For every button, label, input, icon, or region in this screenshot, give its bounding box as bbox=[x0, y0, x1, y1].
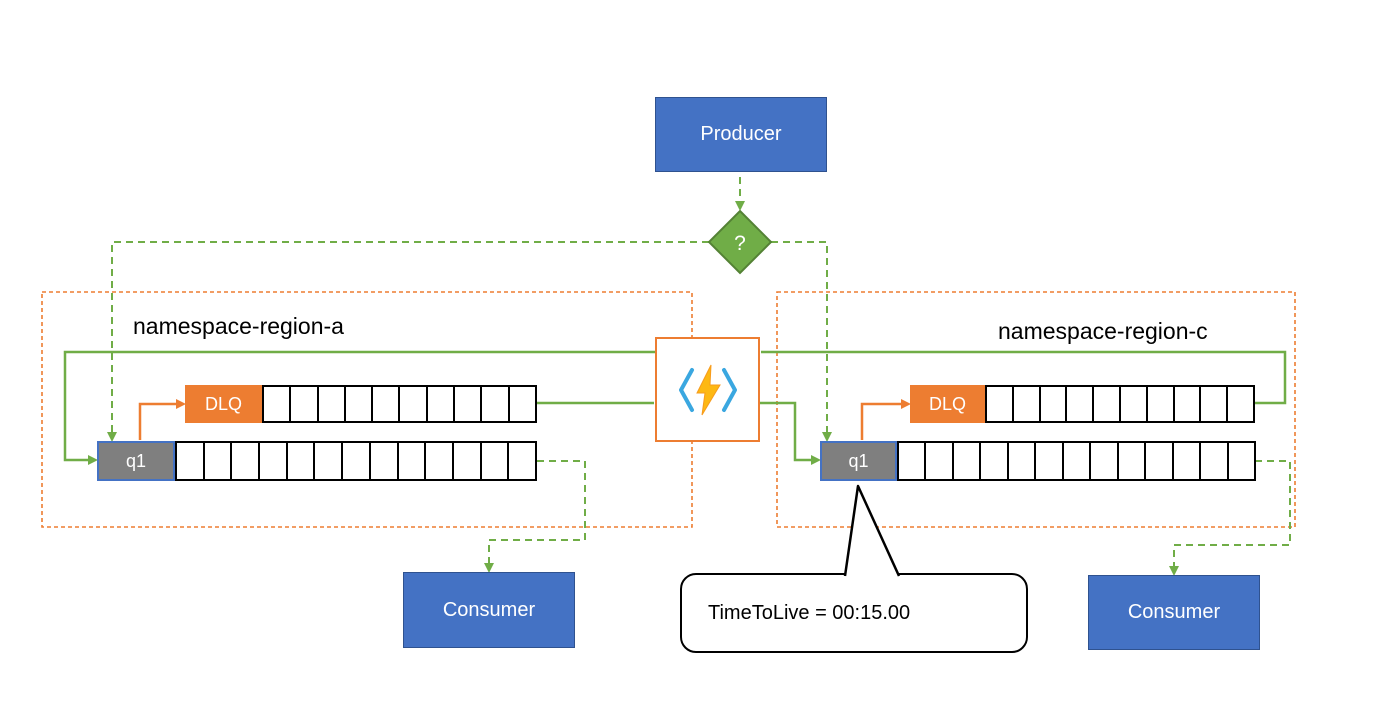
queue-cell bbox=[451, 441, 482, 481]
consumer-c-label: Consumer bbox=[1127, 601, 1221, 623]
queue-cell bbox=[897, 441, 927, 481]
dlq-row-region-a: DLQ bbox=[185, 385, 537, 423]
function-box bbox=[655, 337, 760, 442]
queue-a-to-dlq-arrow bbox=[138, 399, 186, 440]
producer-box: Producer bbox=[655, 97, 827, 172]
dlq-box-region-a: DLQ bbox=[185, 385, 262, 423]
queue-cell bbox=[1116, 441, 1147, 481]
queue-cell bbox=[1118, 385, 1148, 423]
ttl-callout-text: TimeToLive = 00:15.00 bbox=[708, 601, 911, 624]
region-c-label: namespace-region-c bbox=[998, 318, 1208, 344]
callout-tail bbox=[843, 484, 901, 577]
queue-cell bbox=[480, 385, 510, 423]
queue-cell bbox=[979, 441, 1009, 481]
ttl-callout-bubble: TimeToLive = 00:15.00 bbox=[680, 573, 1028, 653]
queue-cell bbox=[175, 441, 205, 481]
angle-bracket-right-icon bbox=[721, 367, 737, 412]
queue-cell bbox=[425, 385, 456, 423]
queue-cell bbox=[1038, 385, 1068, 423]
dlq-box-region-c: DLQ bbox=[910, 385, 985, 423]
queue-cell bbox=[398, 385, 428, 423]
queue-cell bbox=[316, 385, 346, 423]
queue-cell bbox=[1171, 441, 1202, 481]
queue-row-region-a: q1 bbox=[97, 441, 537, 481]
dlq-row-region-c: DLQ bbox=[910, 385, 1255, 423]
queue-cell bbox=[985, 385, 1014, 423]
queue-cell bbox=[1199, 385, 1229, 423]
queue-c-to-dlq-arrow bbox=[860, 399, 911, 440]
queue-box-region-c: q1 bbox=[820, 441, 897, 481]
queue-cell bbox=[1011, 385, 1041, 423]
queue-cell bbox=[368, 441, 399, 481]
queue-cell bbox=[479, 441, 510, 481]
queue-cell bbox=[202, 441, 233, 481]
queue-cell bbox=[1226, 441, 1257, 481]
router-diamond bbox=[707, 209, 773, 275]
queue-cell bbox=[396, 441, 427, 481]
queue-cell bbox=[424, 441, 454, 481]
queue-cell bbox=[1034, 441, 1064, 481]
consumer-a-label: Consumer bbox=[442, 598, 536, 621]
queue-cells-region-c bbox=[897, 441, 1257, 481]
queue-cell bbox=[1089, 441, 1119, 481]
consumer-box-c: Consumer bbox=[1088, 575, 1260, 650]
queue-cell bbox=[507, 441, 537, 481]
queue-cell bbox=[289, 385, 319, 423]
queue-cell bbox=[924, 441, 954, 481]
consumer-box-a: Consumer bbox=[403, 572, 575, 648]
queue-cell bbox=[371, 385, 401, 423]
angle-bracket-left-icon bbox=[678, 367, 694, 412]
queue-cell bbox=[453, 385, 483, 423]
queue-cell bbox=[1092, 385, 1121, 423]
queue-cell bbox=[1199, 441, 1229, 481]
queue-cell bbox=[1144, 441, 1174, 481]
router-label: ? bbox=[734, 232, 746, 255]
queue-cell bbox=[285, 441, 316, 481]
function-to-queue-c-arrow bbox=[760, 401, 821, 465]
queue-cells-region-a bbox=[175, 441, 537, 481]
queue-box-region-a: q1 bbox=[97, 441, 175, 481]
queue-cell bbox=[951, 441, 982, 481]
function-lightning-icon bbox=[678, 364, 737, 415]
queue-cell bbox=[313, 441, 344, 481]
queue-cell bbox=[230, 441, 261, 481]
dlq-cells-region-c bbox=[985, 385, 1255, 423]
lightning-bolt-icon bbox=[695, 364, 721, 415]
queue-cell bbox=[1061, 441, 1092, 481]
region-a-label: namespace-region-a bbox=[133, 313, 344, 339]
router-to-queue-c-arrow bbox=[771, 241, 832, 442]
queue-cell bbox=[258, 441, 288, 481]
producer-label: Producer bbox=[700, 123, 782, 145]
queue-cell bbox=[262, 385, 292, 423]
queue-cell bbox=[1145, 385, 1175, 423]
queue-cell bbox=[1172, 385, 1202, 423]
queue-cell bbox=[1065, 385, 1095, 423]
queue-cell bbox=[507, 385, 537, 423]
queue-cell bbox=[341, 441, 371, 481]
queue-cell bbox=[1006, 441, 1037, 481]
dlq-cells-region-a bbox=[262, 385, 537, 423]
queue-cell bbox=[343, 385, 374, 423]
queue-row-region-c: q1 bbox=[820, 441, 1257, 481]
queue-cell bbox=[1226, 385, 1255, 423]
